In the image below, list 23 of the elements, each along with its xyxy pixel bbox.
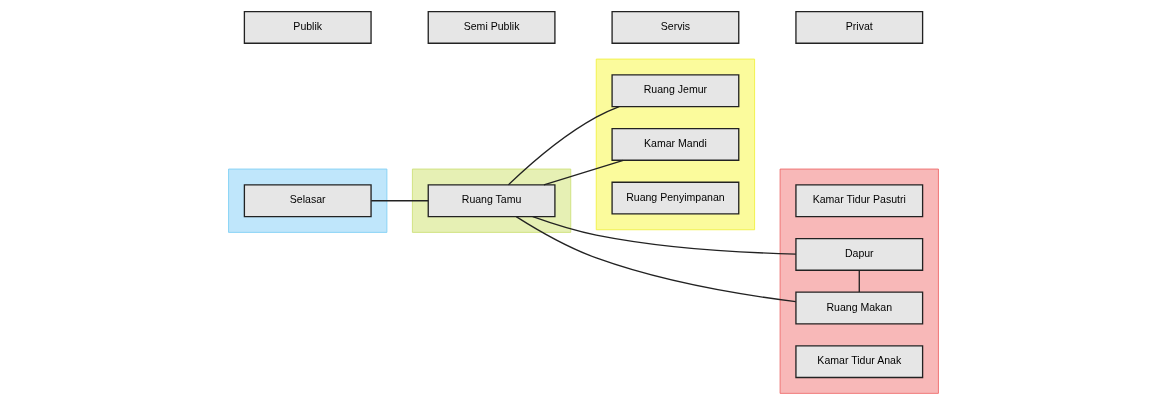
node-box: Semi Publik <box>427 10 556 44</box>
connector <box>532 215 797 255</box>
node-box: Servis <box>611 10 740 44</box>
node-box: Kamar Mandi <box>611 127 740 161</box>
node-box: Kamar Tidur Anak <box>795 345 924 379</box>
node-box: Privat <box>795 10 924 44</box>
node-box: Selasar <box>243 184 372 218</box>
cluster <box>228 168 388 233</box>
connector <box>370 200 429 202</box>
connector <box>858 269 860 293</box>
cluster <box>779 168 939 394</box>
cluster <box>595 58 756 231</box>
node-box: Ruang Tamu <box>427 184 556 218</box>
connector <box>515 215 797 303</box>
connector <box>507 106 620 186</box>
connector <box>543 159 624 186</box>
node-box: Ruang Jemur <box>611 74 740 108</box>
node-box: Ruang Makan <box>795 291 924 325</box>
node-box: Publik <box>243 10 372 44</box>
cluster <box>411 168 572 233</box>
node-box: Kamar Tidur Pasutri <box>795 184 924 218</box>
node-box: Dapur <box>795 237 924 271</box>
node-box: Ruang Penyimpanan <box>611 181 740 215</box>
